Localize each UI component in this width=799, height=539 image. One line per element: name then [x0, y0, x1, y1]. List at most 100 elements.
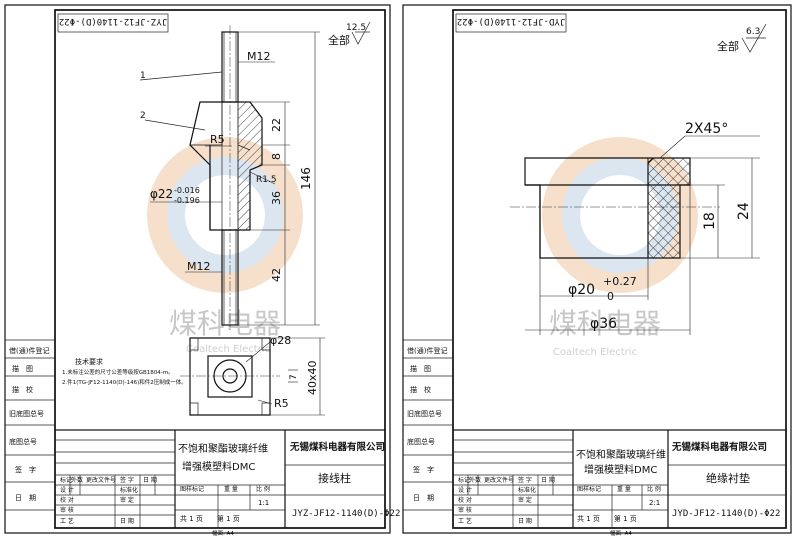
left-dim-40x40: 40x40 — [306, 360, 319, 395]
right-watermark-en: Coaltech Electric — [553, 347, 637, 358]
left-code-mirrored: JYZ-JF12-1140(D)-Φ22 — [59, 16, 167, 26]
right-code-box — [455, 13, 567, 33]
right-tb-h-drawmark: 图样标记 — [577, 485, 601, 493]
right-tb-h-count: 外数 — [469, 476, 481, 484]
right-title-block — [452, 429, 787, 529]
left-tb-c-approve: 审 定 — [120, 496, 134, 504]
right-tb-c-std: 标准化 — [518, 486, 536, 494]
left-tb-r-check: 校 对 — [60, 496, 74, 504]
right-sheet-info: 共 1 页 第 1 页 — [577, 514, 637, 523]
right-tb-h-mark: 标记 — [458, 476, 470, 484]
left-outer-border — [4, 4, 391, 534]
right-tb-h-weight: 重 量 — [617, 485, 631, 493]
left-side-l1: 借(通)件登记 — [9, 346, 49, 355]
right-dia-20: φ20 — [568, 282, 595, 298]
left-tb-h-change: 更改文件号 — [86, 476, 116, 484]
left-company: 无锡煤科电器有限公司 — [289, 441, 385, 453]
right-tb-h-sign: 签 字 — [518, 476, 532, 484]
left-tb-h-weight: 重 量 — [224, 485, 238, 493]
left-scale: 1:1 — [258, 499, 269, 507]
right-tb-h-date: 日 期 — [541, 476, 555, 484]
left-radius-3: R5 — [274, 397, 289, 410]
left-side-l7: 日 期 — [15, 494, 36, 502]
left-tb-h-date: 日 期 — [143, 476, 157, 484]
left-material-1: 不饱和聚酯玻璃纤维 — [178, 442, 268, 455]
right-side-l7: 日 期 — [413, 494, 434, 502]
left-sheet: 煤科电器 Coaltech Electric JYZ-JF12-1140(D)-… — [4, 4, 400, 537]
left-tb-h-drawmark: 图样标记 — [180, 485, 204, 493]
left-dim-36: 36 — [270, 191, 283, 205]
left-callout-1-leader — [139, 71, 223, 81]
left-code-box — [57, 13, 169, 33]
right-tol-lower: 0 — [607, 290, 614, 303]
left-tb-h-sign: 签 字 — [120, 476, 134, 484]
right-chamfer: 2X45° — [685, 121, 728, 137]
right-dim-18: 18 — [702, 212, 718, 230]
left-callout-1: 1 — [140, 71, 146, 81]
left-dia-base: φ22 — [150, 187, 173, 201]
right-dia-36: φ36 — [590, 316, 617, 332]
right-roughness-value: 6.3 — [746, 27, 760, 37]
right-tb-c-date: 日 期 — [518, 517, 532, 525]
left-thread-top: M12 — [247, 50, 271, 63]
right-tol-upper: +0.27 — [603, 275, 637, 288]
right-roughness-all: 全部 — [717, 39, 739, 53]
left-tech-1: 1.未标注公差的尺寸公差等级按GB1804-m。 — [62, 368, 174, 376]
left-hatch-right — [237, 101, 263, 231]
left-radius-1: R5 — [210, 133, 225, 146]
right-tb-r-check: 校 对 — [458, 496, 472, 504]
left-tb-r-design: 设 计 — [60, 486, 74, 494]
left-side-label-table — [5, 339, 55, 511]
right-tb-r-process: 工 艺 — [458, 517, 472, 525]
left-tb-c-std: 标准化 — [120, 486, 138, 494]
right-side-l1: 借(通)件登记 — [407, 346, 447, 355]
left-watermark-logo — [147, 137, 303, 293]
left-tol-upper: -0.016 — [174, 186, 200, 195]
left-dim-8: 8 — [270, 153, 283, 160]
right-side-label-table — [403, 339, 453, 511]
left-side-l2: 描 图 — [12, 364, 33, 373]
right-roughness-symbol — [741, 23, 767, 53]
right-company: 无锡煤科电器有限公司 — [671, 441, 767, 453]
left-side-l4: 旧底图总号 — [9, 409, 44, 418]
left-side-l5: 底图总号 — [9, 437, 37, 446]
left-sheet-info: 共 1 页 第 1 页 — [180, 514, 240, 523]
left-tb-r-review: 审 核 — [60, 506, 74, 514]
right-material-2: 增强模塑料DMC — [584, 463, 657, 476]
right-side-l5: 底图总号 — [407, 437, 435, 446]
left-roughness-value: 12.5 — [346, 23, 366, 33]
left-paper-size: 幅面: A4 — [212, 529, 234, 537]
right-tb-c-approve: 审 定 — [518, 496, 532, 504]
left-tb-h-mark: 标记 — [60, 476, 72, 484]
right-side-l4: 旧底图总号 — [407, 409, 442, 418]
right-drawing-code: JYD-JF12-1140(D)-Φ22 — [672, 509, 780, 519]
left-title-block — [54, 429, 386, 529]
right-tb-r-review: 审 核 — [458, 506, 472, 514]
left-tb-r-process: 工 艺 — [60, 517, 74, 525]
left-tech-title: 技术要求 — [75, 357, 103, 366]
right-dim-24: 24 — [736, 202, 752, 220]
left-dim-42: 42 — [270, 268, 283, 282]
right-side-l6: 签 字 — [413, 465, 434, 474]
left-drawing-code: JYZ-JF12-1140(D)-Φ22 — [292, 509, 400, 519]
left-dim-146: 146 — [299, 167, 313, 190]
right-scale: 2:1 — [649, 499, 660, 507]
right-vertical-dims — [680, 157, 760, 259]
left-side-l3: 描 校 — [12, 385, 33, 394]
left-dia-28: φ28 — [270, 334, 291, 347]
right-tb-h-change: 更改文件号 — [484, 476, 514, 484]
left-vertical-dims — [238, 31, 320, 326]
left-side-l6: 签 字 — [15, 465, 36, 474]
left-tech-2: 2.件1(TG-JF12-1140(D)-146)和件2压制成一体。 — [62, 378, 187, 386]
left-dim-22: 22 — [270, 118, 283, 132]
left-roughness-all: 全部 — [328, 33, 350, 47]
right-tb-h-scale: 比 例 — [647, 485, 661, 493]
left-callout-2: 2 — [140, 111, 146, 121]
left-part-name: 接线柱 — [318, 471, 351, 485]
right-tb-r-design: 设 计 — [458, 486, 472, 494]
left-watermark-en: Coaltech Electric — [186, 344, 270, 355]
left-material-2: 增强模塑料DMC — [182, 460, 255, 473]
left-stud-bottom — [221, 229, 239, 326]
left-tb-h-scale: 比 例 — [256, 485, 270, 493]
